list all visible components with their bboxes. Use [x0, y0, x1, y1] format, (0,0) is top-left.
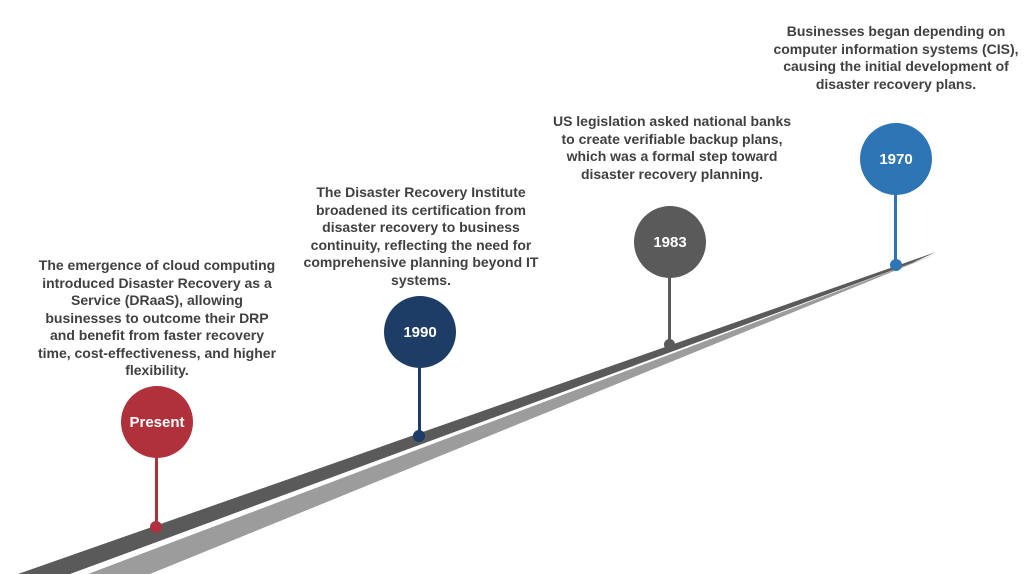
milestone-1990-badge: 1990 — [384, 296, 456, 368]
milestone-1983-description: US legislation asked national banks to c… — [552, 113, 792, 182]
road-surface — [18, 252, 936, 574]
milestone-1990-marker — [413, 430, 425, 442]
road-shadow — [88, 254, 936, 574]
milestone-1970-badge: 1970 — [860, 123, 932, 195]
milestone-1970-description: Businesses began depending on computer i… — [773, 23, 1019, 92]
milestone-1983-marker — [664, 339, 675, 350]
milestone-1990-description: The Disaster Recovery Institute broadene… — [303, 184, 539, 288]
milestone-present-description: The emergence of cloud computing introdu… — [37, 257, 277, 378]
milestone-1983-badge: 1983 — [634, 206, 706, 278]
milestone-present-badge: Present — [121, 386, 193, 458]
milestone-present-stem — [155, 440, 158, 526]
milestone-present-marker — [150, 521, 162, 533]
milestone-1970-stem — [894, 180, 897, 264]
milestone-1990-stem — [418, 350, 421, 436]
milestone-1970-marker — [890, 259, 902, 271]
milestone-1983-stem — [668, 264, 671, 344]
